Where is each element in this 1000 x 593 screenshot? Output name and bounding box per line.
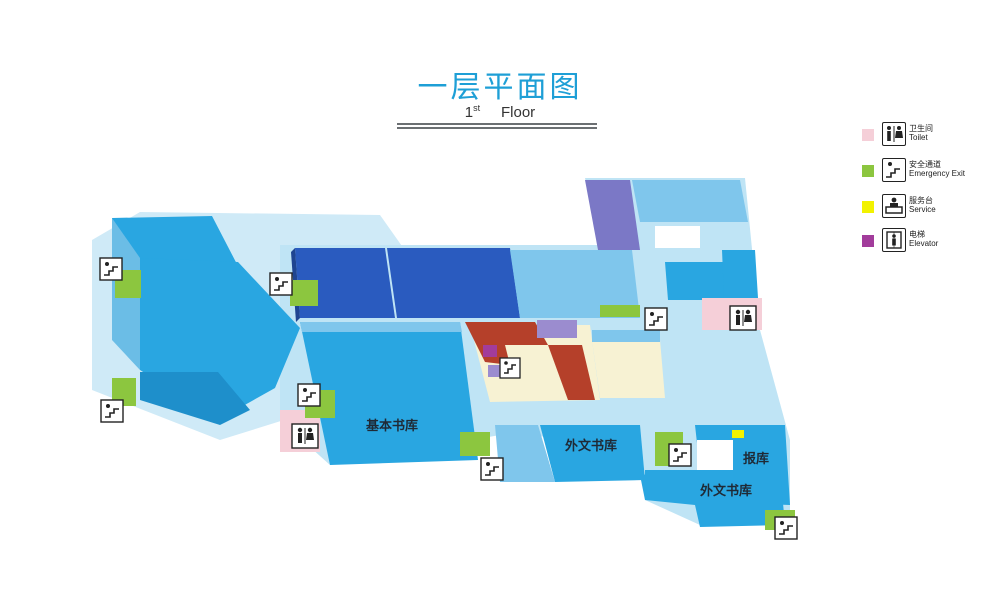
- right-wing-white-court: [697, 440, 733, 470]
- exit-sign-marker-7: [668, 443, 692, 467]
- legend-swatch-service: [862, 201, 874, 213]
- legend-item-toilet: 卫生间 Toilet: [862, 122, 992, 152]
- legend-item-emergency-exit: 安全通道 Emergency Exit: [862, 158, 992, 188]
- exit-sign-marker-5: [297, 383, 321, 407]
- legend-label-en-service: Service: [909, 205, 936, 214]
- exit-sign-marker-9: [499, 357, 521, 379]
- label-foreign-stacks-center: 外文书库: [564, 438, 617, 454]
- right-wing-white-box: [655, 226, 700, 248]
- right-wing-room-1: [665, 262, 728, 300]
- floor-number: 1: [464, 104, 474, 121]
- exit-sign-marker-3: [269, 272, 293, 296]
- left-wing-room-lower: [140, 372, 250, 425]
- legend-swatch-emergency-exit: [862, 165, 874, 177]
- courtyard-cream-right: [592, 340, 665, 398]
- stack-foreign-center-left: [495, 425, 555, 482]
- exit-sign-marker-1: [99, 257, 123, 281]
- service-desk-icon: [882, 194, 906, 218]
- legend-item-elevator: 电梯 Elevator: [862, 228, 992, 258]
- legend-swatch-toilet: [862, 129, 874, 141]
- elevator-icon: [882, 228, 906, 252]
- exit-sign-marker-4: [644, 307, 668, 331]
- service-desk-area: [732, 430, 744, 438]
- stack-light-1: [510, 250, 640, 318]
- legend-label-en-elevator: Elevator: [909, 239, 939, 248]
- legend-label-en-emergency-exit: Emergency Exit: [909, 169, 966, 178]
- exit-patch-3: [290, 280, 318, 306]
- exit-sign-marker-6: [480, 457, 504, 481]
- toilet-icon: [882, 122, 906, 146]
- courtyard-lavender: [537, 320, 577, 338]
- stack-basic-top: [300, 322, 462, 332]
- legend-label-zh-service: 服务台: [909, 196, 933, 205]
- emergency-exit-icon: [882, 158, 906, 182]
- toilet-sign-marker-right: [729, 305, 757, 331]
- stack-dark-1: [295, 248, 395, 318]
- right-wing-room-2: [722, 250, 758, 298]
- title-underline-bottom: [397, 127, 597, 129]
- exit-patch-4: [600, 305, 640, 317]
- floor-word: Floor: [501, 104, 536, 121]
- legend-swatch-elevator: [862, 235, 874, 247]
- legend-item-service: 服务台 Service: [862, 194, 992, 224]
- exit-patch-6: [460, 432, 490, 456]
- stack-foreign-center: [540, 425, 645, 482]
- map-title: 一层平面图: [417, 70, 583, 105]
- courtyard-brick-2: [548, 345, 595, 400]
- legend-label-zh-elevator: 电梯: [909, 230, 925, 239]
- toilet-sign-marker-left: [291, 423, 319, 449]
- label-basic-stacks: 基本书库: [365, 418, 418, 434]
- right-wing-foreign: [645, 470, 785, 527]
- exit-sign-marker-8: [774, 516, 798, 540]
- legend-label-en-toilet: Toilet: [909, 133, 928, 142]
- legend-label-zh-emergency-exit: 安全通道: [909, 160, 941, 169]
- exit-sign-marker-2: [100, 399, 124, 423]
- courtyard-cream-right-top: [592, 330, 660, 342]
- elevator-patch-2: [488, 365, 502, 377]
- legend-label-zh-toilet: 卫生间: [909, 124, 933, 133]
- floor-subtitle: 1st Floor: [420, 103, 580, 121]
- elevator-patch-1: [483, 345, 497, 357]
- right-wing-lavender: [585, 180, 640, 250]
- stack-dark-2: [387, 248, 520, 318]
- stack-basic: [300, 322, 478, 465]
- floor-ordinal-suffix: st: [473, 103, 481, 113]
- right-wing-top-room: [632, 180, 748, 222]
- label-foreign-stacks-right: 外文书库: [699, 483, 752, 499]
- label-newspaper-stacks: 报库: [743, 451, 769, 467]
- title-underline-top: [397, 123, 597, 125]
